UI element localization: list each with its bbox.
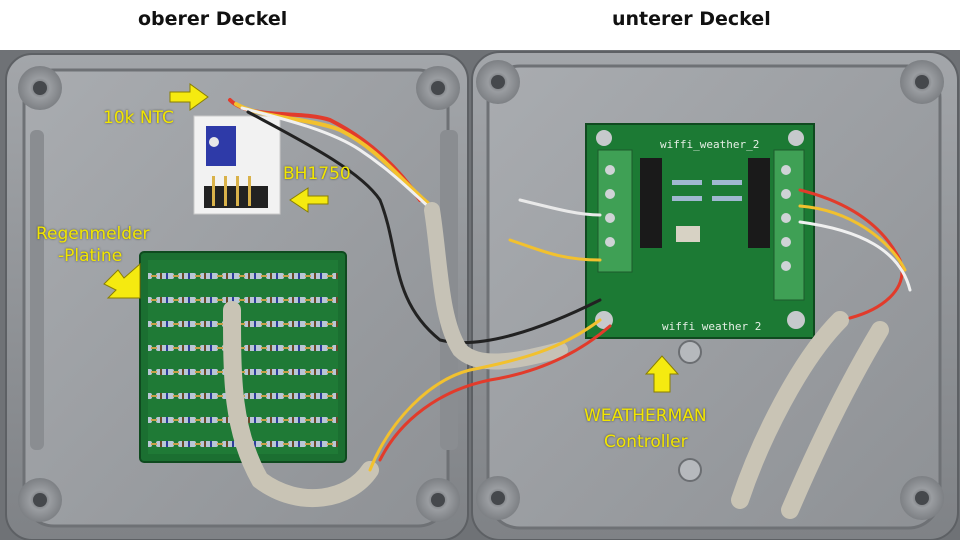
pcb-text-bottom: wiffi weather 2 <box>662 320 761 333</box>
label-weatherman-line1: WEATHERMAN <box>584 406 707 426</box>
cables <box>223 98 912 519</box>
arrow-icon <box>644 355 680 393</box>
arrow-icon <box>169 83 209 111</box>
upper-lid-heading: oberer Deckel <box>138 8 288 30</box>
label-bh1750: BH1750 <box>283 164 351 184</box>
label-10k-ntc: 10k NTC <box>103 108 174 128</box>
label-weatherman-line2: Controller <box>604 432 688 452</box>
arrow-icon <box>289 187 329 213</box>
rain-sensor-pcb <box>139 251 347 463</box>
bh1750-sensor-module <box>193 115 281 215</box>
arrow-icon <box>103 262 141 299</box>
weatherman-controller-pcb: wiffi_weather_2 wiffi weather 2 <box>585 123 815 339</box>
pcb-text-top: wiffi_weather_2 <box>660 138 759 151</box>
lower-lid-heading: unterer Deckel <box>612 8 771 30</box>
label-rain-sensor-line1: Regenmelder <box>36 224 150 244</box>
enclosure-photo: wiffi_weather_2 wiffi weather 2 <box>0 50 960 540</box>
label-rain-sensor-line2: -Platine <box>58 246 123 266</box>
annotation-arrows <box>103 83 680 393</box>
